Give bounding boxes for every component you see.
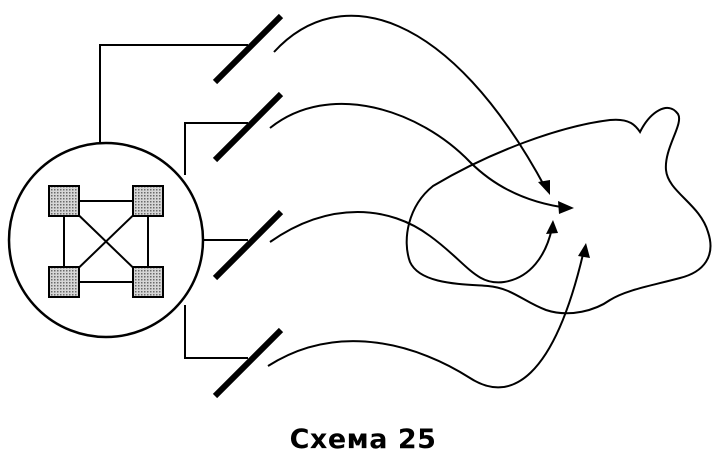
mesh-node-top-left — [48, 185, 80, 217]
antenna-2 — [212, 91, 284, 163]
arrow-3 — [269, 211, 553, 284]
mesh-node-bottom-left — [48, 266, 80, 298]
feed-lines — [99, 44, 248, 359]
mesh-node-bottom-right — [132, 266, 164, 298]
mesh-node-top-right — [132, 185, 164, 217]
signal-arrows — [267, 14, 585, 389]
arrowheads — [538, 180, 590, 258]
diagram-caption: Схема 25 — [289, 424, 437, 455]
hub — [7, 141, 205, 339]
antenna-3 — [212, 209, 284, 281]
arrow-2 — [269, 102, 569, 209]
coverage-area — [405, 107, 712, 315]
arrow-1 — [273, 14, 547, 190]
arrow-4 — [267, 249, 585, 389]
antenna-1 — [212, 13, 284, 85]
antennas — [212, 13, 284, 399]
hub-circle — [7, 141, 205, 339]
antenna-4 — [212, 327, 284, 399]
